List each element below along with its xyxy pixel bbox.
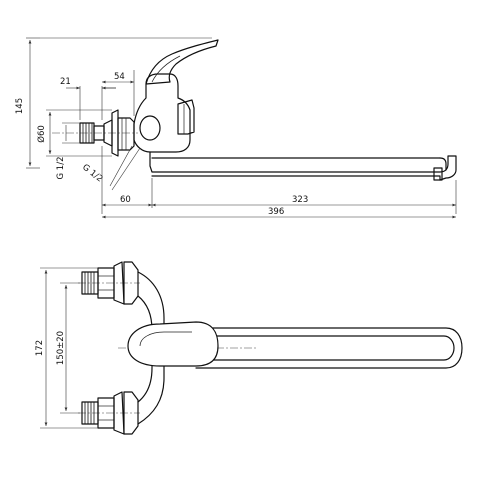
front-view: 172 150±20 — [35, 261, 463, 435]
upper-inlet — [81, 261, 139, 305]
lever-handle-side — [145, 39, 219, 85]
dim-label-21: 21 — [60, 77, 71, 87]
dim-label-60: 60 — [120, 195, 131, 205]
dim-label-323: 323 — [292, 195, 308, 205]
lever-handle-front — [127, 321, 219, 367]
mixer-body-side — [133, 73, 191, 153]
dim-label-396: 396 — [268, 207, 284, 217]
spout-front-outer — [195, 327, 463, 369]
aerator-side — [433, 167, 443, 181]
inlet-thread-side — [79, 119, 113, 147]
dim-label-54: 54 — [114, 72, 125, 82]
dim-label-g12-left: G 1/2 — [56, 157, 66, 180]
dim-label-172: 172 — [35, 340, 45, 356]
spout-front-inner — [195, 335, 455, 361]
nut-side — [117, 117, 135, 151]
lower-inlet — [81, 391, 139, 435]
dim-label-g12-diag: G 1/2 — [80, 162, 104, 184]
spout-side — [149, 151, 457, 181]
dim-label-diameter: Ø60 — [36, 125, 47, 143]
dim-label-150: 150±20 — [56, 331, 66, 365]
diverter-side — [177, 99, 195, 135]
g12-leader-line — [109, 145, 133, 187]
body-joint-ellipse — [139, 115, 161, 141]
dim-label-145: 145 — [15, 98, 25, 114]
side-view: 145 21 54 Ø60 G 1/2 G 1/2 60 323 — [15, 37, 457, 219]
wall-flange-side — [111, 109, 119, 157]
